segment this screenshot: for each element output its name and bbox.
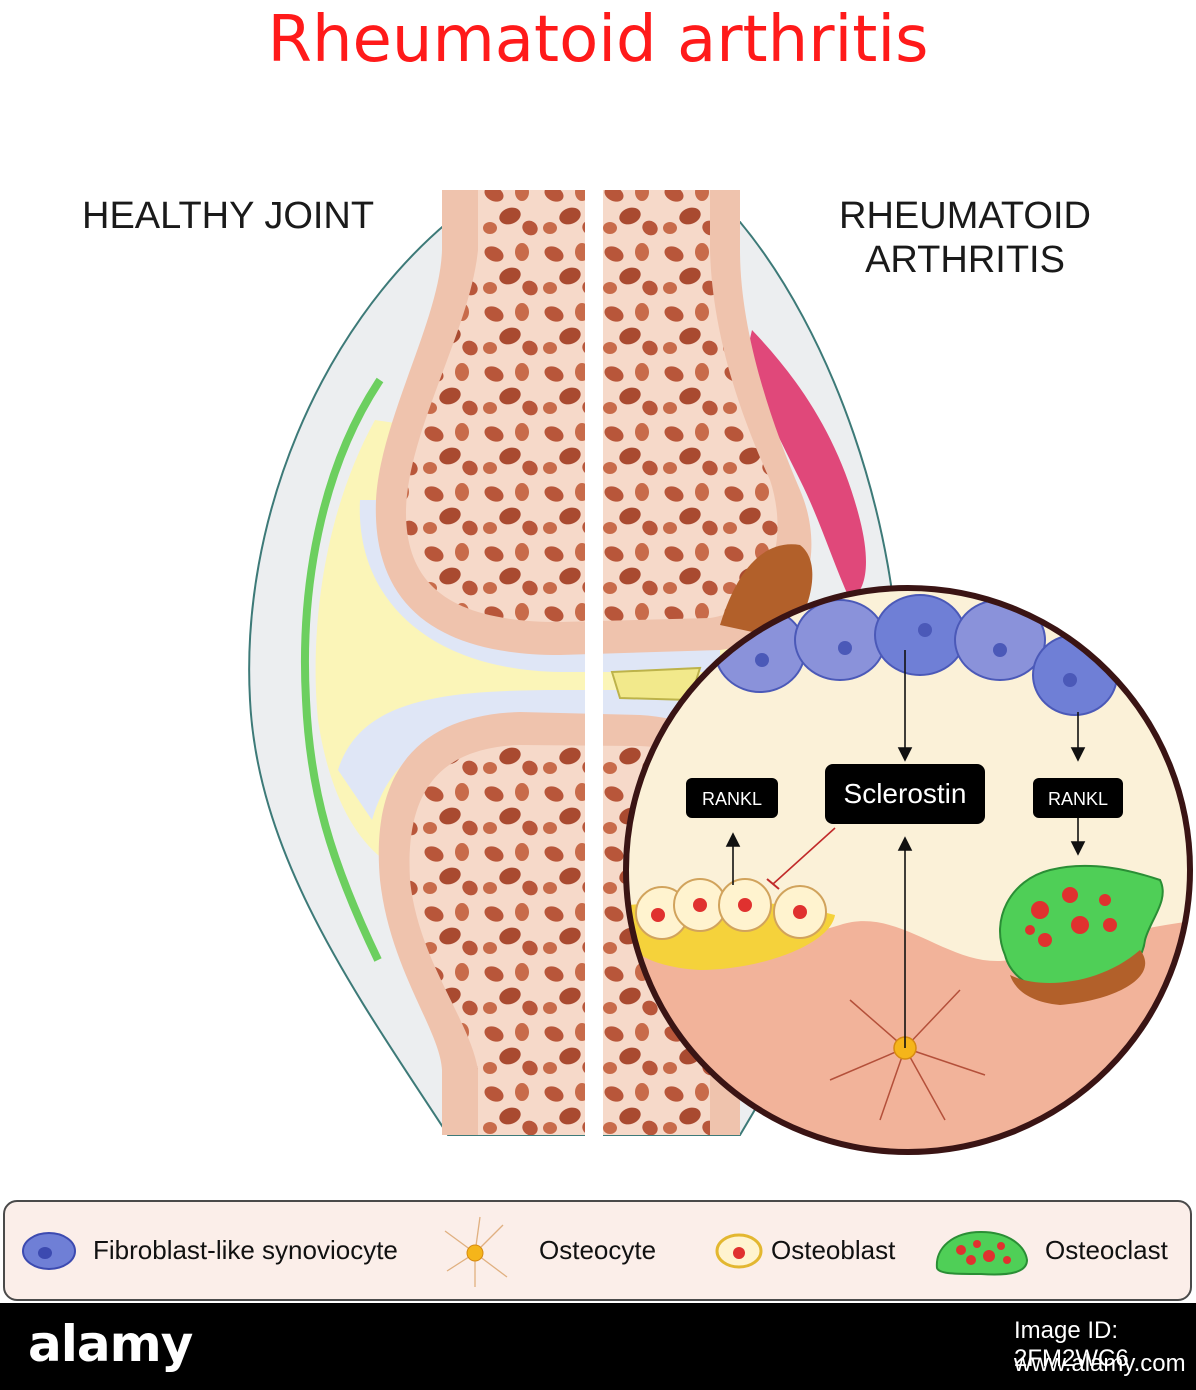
healthy-joint-label: HEALTHY JOINT <box>82 195 375 237</box>
osteoblast-row <box>635 878 827 940</box>
legend-fibroblast-label: Fibroblast-like synoviocyte <box>93 1235 398 1265</box>
legend-osteoclast-label: Osteoclast <box>1045 1235 1168 1265</box>
legend-osteocyte-label: Osteocyte <box>539 1235 657 1265</box>
rankl-right-label: RANKL <box>1048 789 1108 809</box>
healthy-synovium <box>300 377 384 962</box>
rankl-left-box <box>686 778 778 818</box>
osteocyte-icon <box>444 1216 508 1287</box>
osteoclast <box>999 864 1164 1005</box>
rheumatoid-arthritis-label: RHEUMATOID ARTHRITIS <box>820 194 1110 282</box>
page-title: Rheumatoid arthritis <box>267 3 929 77</box>
synoviocyte-cell <box>794 599 886 681</box>
magnified-inset <box>626 588 1190 1152</box>
legend-osteoclast: Osteoclast <box>931 1202 1168 1299</box>
ra-label-line1: RHEUMATOID <box>839 195 1091 237</box>
footer-url[interactable]: www.alamy.com <box>1014 1350 1186 1377</box>
rankl-left-label: RANKL <box>702 789 762 809</box>
sclerostin-box <box>825 764 985 824</box>
joint-diagram: Sclerostin RANKL RANKL <box>248 185 1193 1155</box>
synoviocyte-cell <box>874 594 966 676</box>
image-id-text: Image ID: 2FM2WC6 <box>1014 1317 1129 1372</box>
legend-osteoblast-label: Osteoblast <box>771 1235 896 1265</box>
legend-osteocyte: Osteocyte <box>435 1202 656 1299</box>
lower-cartilage <box>338 690 720 820</box>
synoviocyte-icon <box>22 1231 76 1270</box>
center-divider <box>585 185 603 1140</box>
synoviocyte-cell <box>954 599 1046 681</box>
osteoblast-icon <box>715 1233 763 1268</box>
alamy-brand: alamy <box>28 1315 193 1373</box>
rankl-right-box <box>1033 778 1123 818</box>
inhibition-line <box>772 827 836 885</box>
legend-fibroblast: Fibroblast-like synoviocyte <box>19 1202 398 1299</box>
stock-footer: alamy Image ID: 2FM2WC6 www.alamy.com <box>0 1303 1196 1390</box>
inset-border <box>623 585 1193 1155</box>
inflamed-synovium <box>745 330 866 600</box>
legend: Fibroblast-like synoviocyte Osteocyte Os… <box>3 1200 1192 1301</box>
legend-osteoblast: Osteoblast <box>713 1202 895 1299</box>
ra-label-line2: ARTHRITIS <box>865 239 1065 281</box>
sclerostin-label: Sclerostin <box>844 778 967 809</box>
osteoclast-icon <box>935 1230 1029 1275</box>
synoviocyte-cell <box>1032 634 1118 716</box>
